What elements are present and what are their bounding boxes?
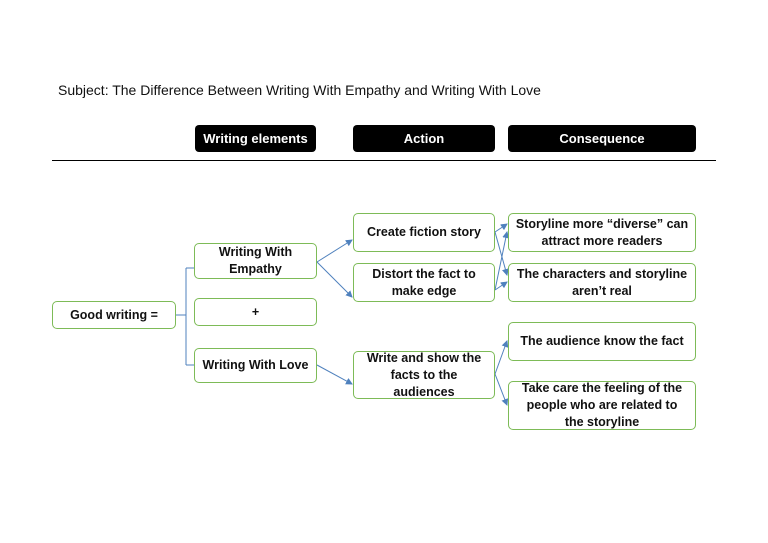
node-good-writing: Good writing = xyxy=(52,301,176,329)
node-take-care-feeling: Take care the feeling of the people who … xyxy=(508,381,696,430)
arrow-create-diverse xyxy=(494,223,508,233)
node-writing-with-love: Writing With Love xyxy=(194,348,317,383)
node-writing-with-empathy: Writing With Empathy xyxy=(194,243,317,279)
arrow-distort-notreal xyxy=(494,281,508,291)
arrow-empathy-distort xyxy=(316,261,353,298)
arrow-write-takecare xyxy=(494,373,509,406)
node-not-real: The characters and storyline aren’t real xyxy=(508,263,696,302)
header-divider xyxy=(52,160,716,161)
arrow-distort-diverse xyxy=(494,231,510,291)
header-writing-elements: Writing elements xyxy=(195,125,316,152)
arrow-love-write xyxy=(316,364,353,385)
node-write-show-facts: Write and show the facts to the audience… xyxy=(353,351,495,399)
node-storyline-diverse: Storyline more “diverse” can attract mor… xyxy=(508,213,696,252)
arrow-write-audience xyxy=(494,340,509,375)
node-plus: + xyxy=(194,298,317,326)
header-action: Action xyxy=(353,125,495,152)
node-distort-fact: Distort the fact to make edge xyxy=(353,263,495,302)
good-writing-bracket xyxy=(176,267,195,366)
node-audience-know-fact: The audience know the fact xyxy=(508,322,696,361)
node-create-fiction-story: Create fiction story xyxy=(353,213,495,252)
arrow-create-notreal xyxy=(494,231,509,276)
subject-title: Subject: The Difference Between Writing … xyxy=(58,82,541,98)
arrow-empathy-create xyxy=(316,239,353,263)
header-consequence: Consequence xyxy=(508,125,696,152)
